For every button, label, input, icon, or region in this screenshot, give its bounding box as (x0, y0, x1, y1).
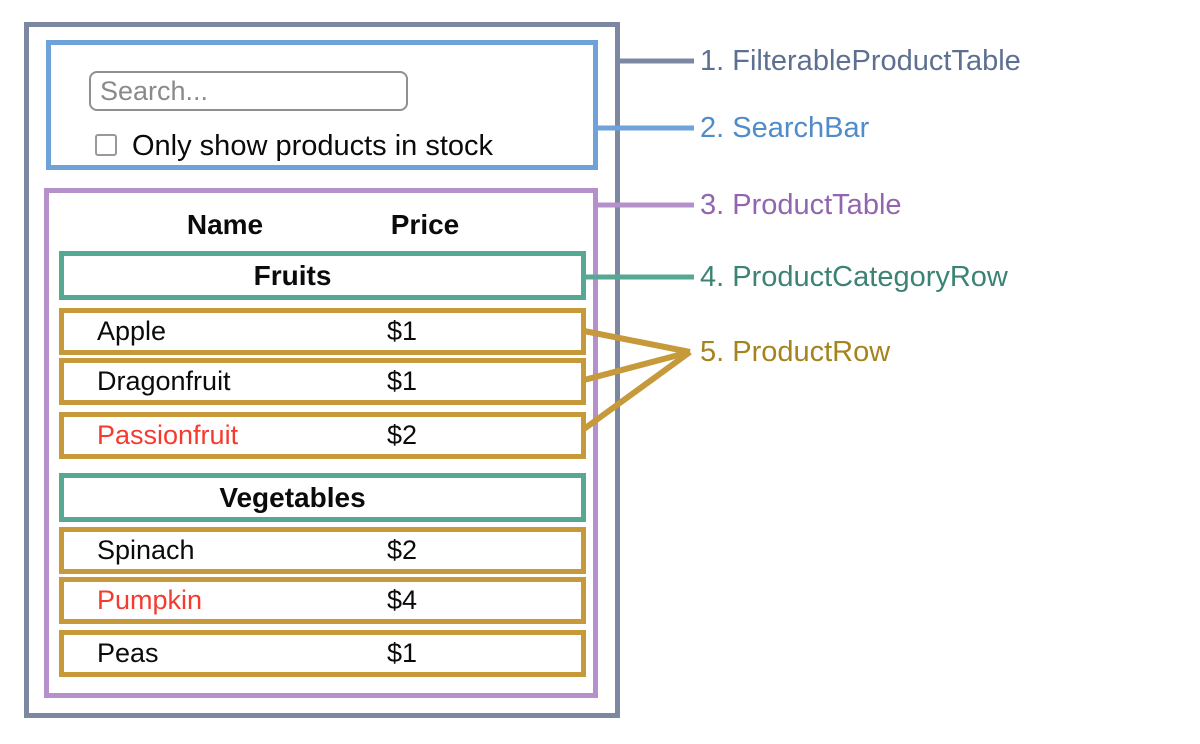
product-category-row: Vegetables (59, 473, 586, 522)
product-row: Apple $1 (59, 308, 586, 355)
legend-item-product-row: 5. ProductRow (700, 336, 891, 368)
product-row: Dragonfruit $1 (59, 358, 586, 405)
product-name: Dragonfruit (97, 366, 231, 396)
product-row: Peas $1 (59, 630, 586, 677)
in-stock-checkbox[interactable] (95, 134, 117, 156)
product-price: $2 (387, 420, 418, 450)
product-price: $1 (387, 316, 418, 346)
product-price: $4 (387, 585, 418, 615)
search-bar-box: Only show products in stock (46, 40, 598, 170)
product-price: $1 (387, 366, 418, 396)
product-name: Spinach (97, 535, 195, 565)
column-header-price: Price (390, 209, 460, 240)
product-name: Apple (97, 316, 167, 346)
category-label: Vegetables (219, 481, 366, 513)
product-price: $1 (387, 638, 418, 668)
in-stock-checkbox-label: Only show products in stock (132, 130, 494, 162)
product-row: Spinach $2 (59, 527, 586, 574)
product-category-row: Fruits (59, 251, 586, 300)
product-row: Passionfruit $2 (59, 412, 586, 459)
search-input[interactable] (89, 71, 408, 111)
product-name: Peas (97, 638, 159, 668)
product-row: Pumpkin $4 (59, 577, 586, 624)
legend-item-product-category-row: 4. ProductCategoryRow (700, 261, 1008, 293)
product-price: $2 (387, 535, 418, 565)
legend-item-product-table: 3. ProductTable (700, 189, 902, 221)
legend-item-search-bar: 2. SearchBar (700, 112, 870, 144)
column-header-name: Name (186, 209, 264, 240)
product-name-highlighted: Pumpkin (97, 585, 203, 615)
product-table-box: Name Price Fruits Apple $1 Dragonfruit $… (44, 188, 598, 698)
legend-item-filterable-product-table: 1. FilterableProductTable (700, 45, 1021, 77)
product-name-highlighted: Passionfruit (97, 420, 239, 450)
category-label: Fruits (253, 259, 332, 291)
